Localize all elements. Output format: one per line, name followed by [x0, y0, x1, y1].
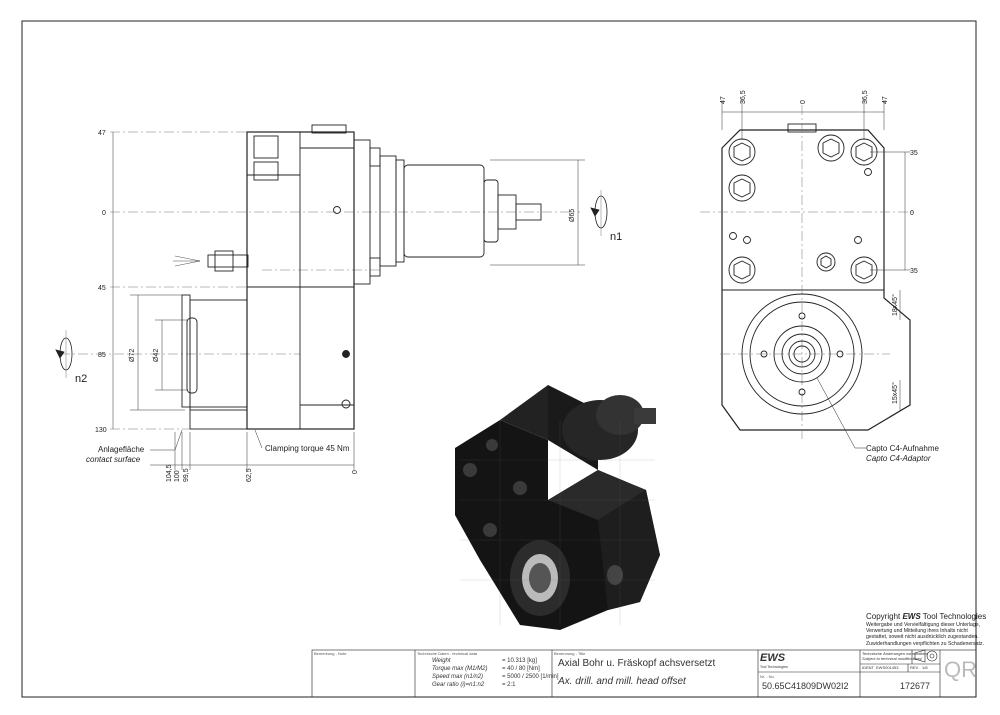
part-number: 50.65C41809DW02I2 [762, 681, 849, 691]
front-view [700, 105, 915, 449]
dim-right-35-bottom: 35 [910, 268, 918, 275]
dim-top-36-5-left: 36,5 [740, 90, 747, 104]
side-view-dimensions [112, 132, 585, 470]
copyright-brand: EWS [902, 612, 921, 621]
contact-surface-en: contact surface [86, 455, 141, 464]
dim-left-85: 85 [98, 352, 106, 359]
rev-label: REV. [910, 665, 919, 670]
dim-top-36-5-right: 36,5 [862, 90, 869, 104]
title-block-lines [311, 649, 977, 698]
remark-label: Bemerkung - Note [314, 651, 347, 656]
copyright-line: Zuwiderhandlungen verpflichten zu Schade… [866, 640, 984, 647]
side-view [60, 124, 580, 430]
spec-gear-value: = 2:1 [502, 682, 516, 688]
copyright-heading: Copyright EWS Tool Technologies [866, 612, 987, 621]
notice-de: Technische Änderungen vorbehalten! [862, 651, 929, 656]
spec-torque-value: = 40 / 80 [Nm] [502, 666, 540, 672]
qr-code: QR [944, 657, 977, 682]
dim-dia-65: Ø65 [569, 209, 576, 222]
dim-bottom-0: 0 [352, 470, 359, 474]
spec-speed-label: Speed max (n1/n2) [432, 674, 484, 680]
title-english: Ax. drill. and mill. head offset [558, 676, 686, 687]
dim-bottom-100: 100 [174, 470, 181, 482]
dim-dia-72: Ø72 [129, 349, 136, 362]
title-german: Axial Bohr u. Fräskopf achsversetzt [558, 658, 716, 669]
chamfer-bottom: 15x45° [891, 382, 899, 404]
dim-right-35-top: 35 [910, 150, 918, 157]
ident-value: EWS001453 [876, 665, 899, 670]
spec-gear-label: Gear ratio (i)=n1:n2 [432, 682, 485, 688]
copyright-notice: Copyright EWS Tool Technologies Weiterga… [866, 612, 998, 647]
capto-label-en: Capto C4-Adaptor [866, 454, 931, 463]
tech-data-label: Technische Daten - technical data [417, 651, 478, 656]
dim-bottom-62-5: 62,5 [246, 468, 253, 482]
dim-right-0: 0 [910, 210, 914, 217]
front-view-dimensions [721, 100, 910, 410]
clamping-torque-label: Clamping torque 45 Nm [265, 444, 350, 453]
rotation-label-n1: n1 [610, 231, 622, 243]
rotation-arrows [55, 190, 608, 378]
spec-weight-value: = 10.313 [kg] [502, 658, 537, 664]
dim-left-130: 130 [95, 427, 107, 434]
dim-left-45: 45 [98, 285, 106, 292]
title-label: Benennung - Title [554, 651, 586, 656]
projection-symbol-icon [914, 649, 938, 663]
dim-top-47-left: 47 [720, 96, 727, 104]
ews-logo: EWS [760, 652, 786, 664]
chamfer-top: 18x45° [891, 294, 899, 316]
ews-logo-subtitle: Tool Technologies [760, 665, 788, 669]
dim-bottom-99-5: 99,5 [183, 468, 190, 482]
dim-top-0: 0 [800, 100, 807, 104]
copyright-line: gestattet, soweit nicht ausdrücklich zug… [866, 634, 979, 641]
dim-dia-42: Ø42 [153, 349, 160, 362]
number-label: Nr. - No. [760, 674, 775, 679]
drawing-number: 172677 [900, 681, 931, 691]
spec-torque-label: Torque max (M1/M2) [432, 666, 488, 672]
isometric-render [455, 385, 660, 630]
spec-weight-label: Weight [432, 658, 451, 664]
capto-label-de: Capto C4-Aufnahme [866, 444, 939, 453]
rev-value: 1/8 [922, 665, 928, 670]
notice-en: Subject to technical modifications! [862, 656, 923, 661]
copyright-line: Weitergabe und Vervielfältigung dieser U… [866, 622, 981, 628]
dim-left-47: 47 [98, 130, 106, 137]
dim-top-47-right: 47 [882, 96, 889, 104]
ident-label: IDENT [862, 665, 874, 670]
dim-bottom-104-5: 104,5 [166, 464, 173, 482]
rotation-label-n2: n2 [75, 373, 87, 385]
dim-left-0: 0 [102, 210, 106, 217]
copyright-line: Verwertung und Mitteilung ihres Inhalts … [866, 628, 968, 635]
contact-surface-de: Anlagefläche [98, 445, 145, 454]
drawing-frame [21, 20, 977, 698]
spec-speed-value: = 5000 / 2500 [1/min] [502, 674, 559, 680]
